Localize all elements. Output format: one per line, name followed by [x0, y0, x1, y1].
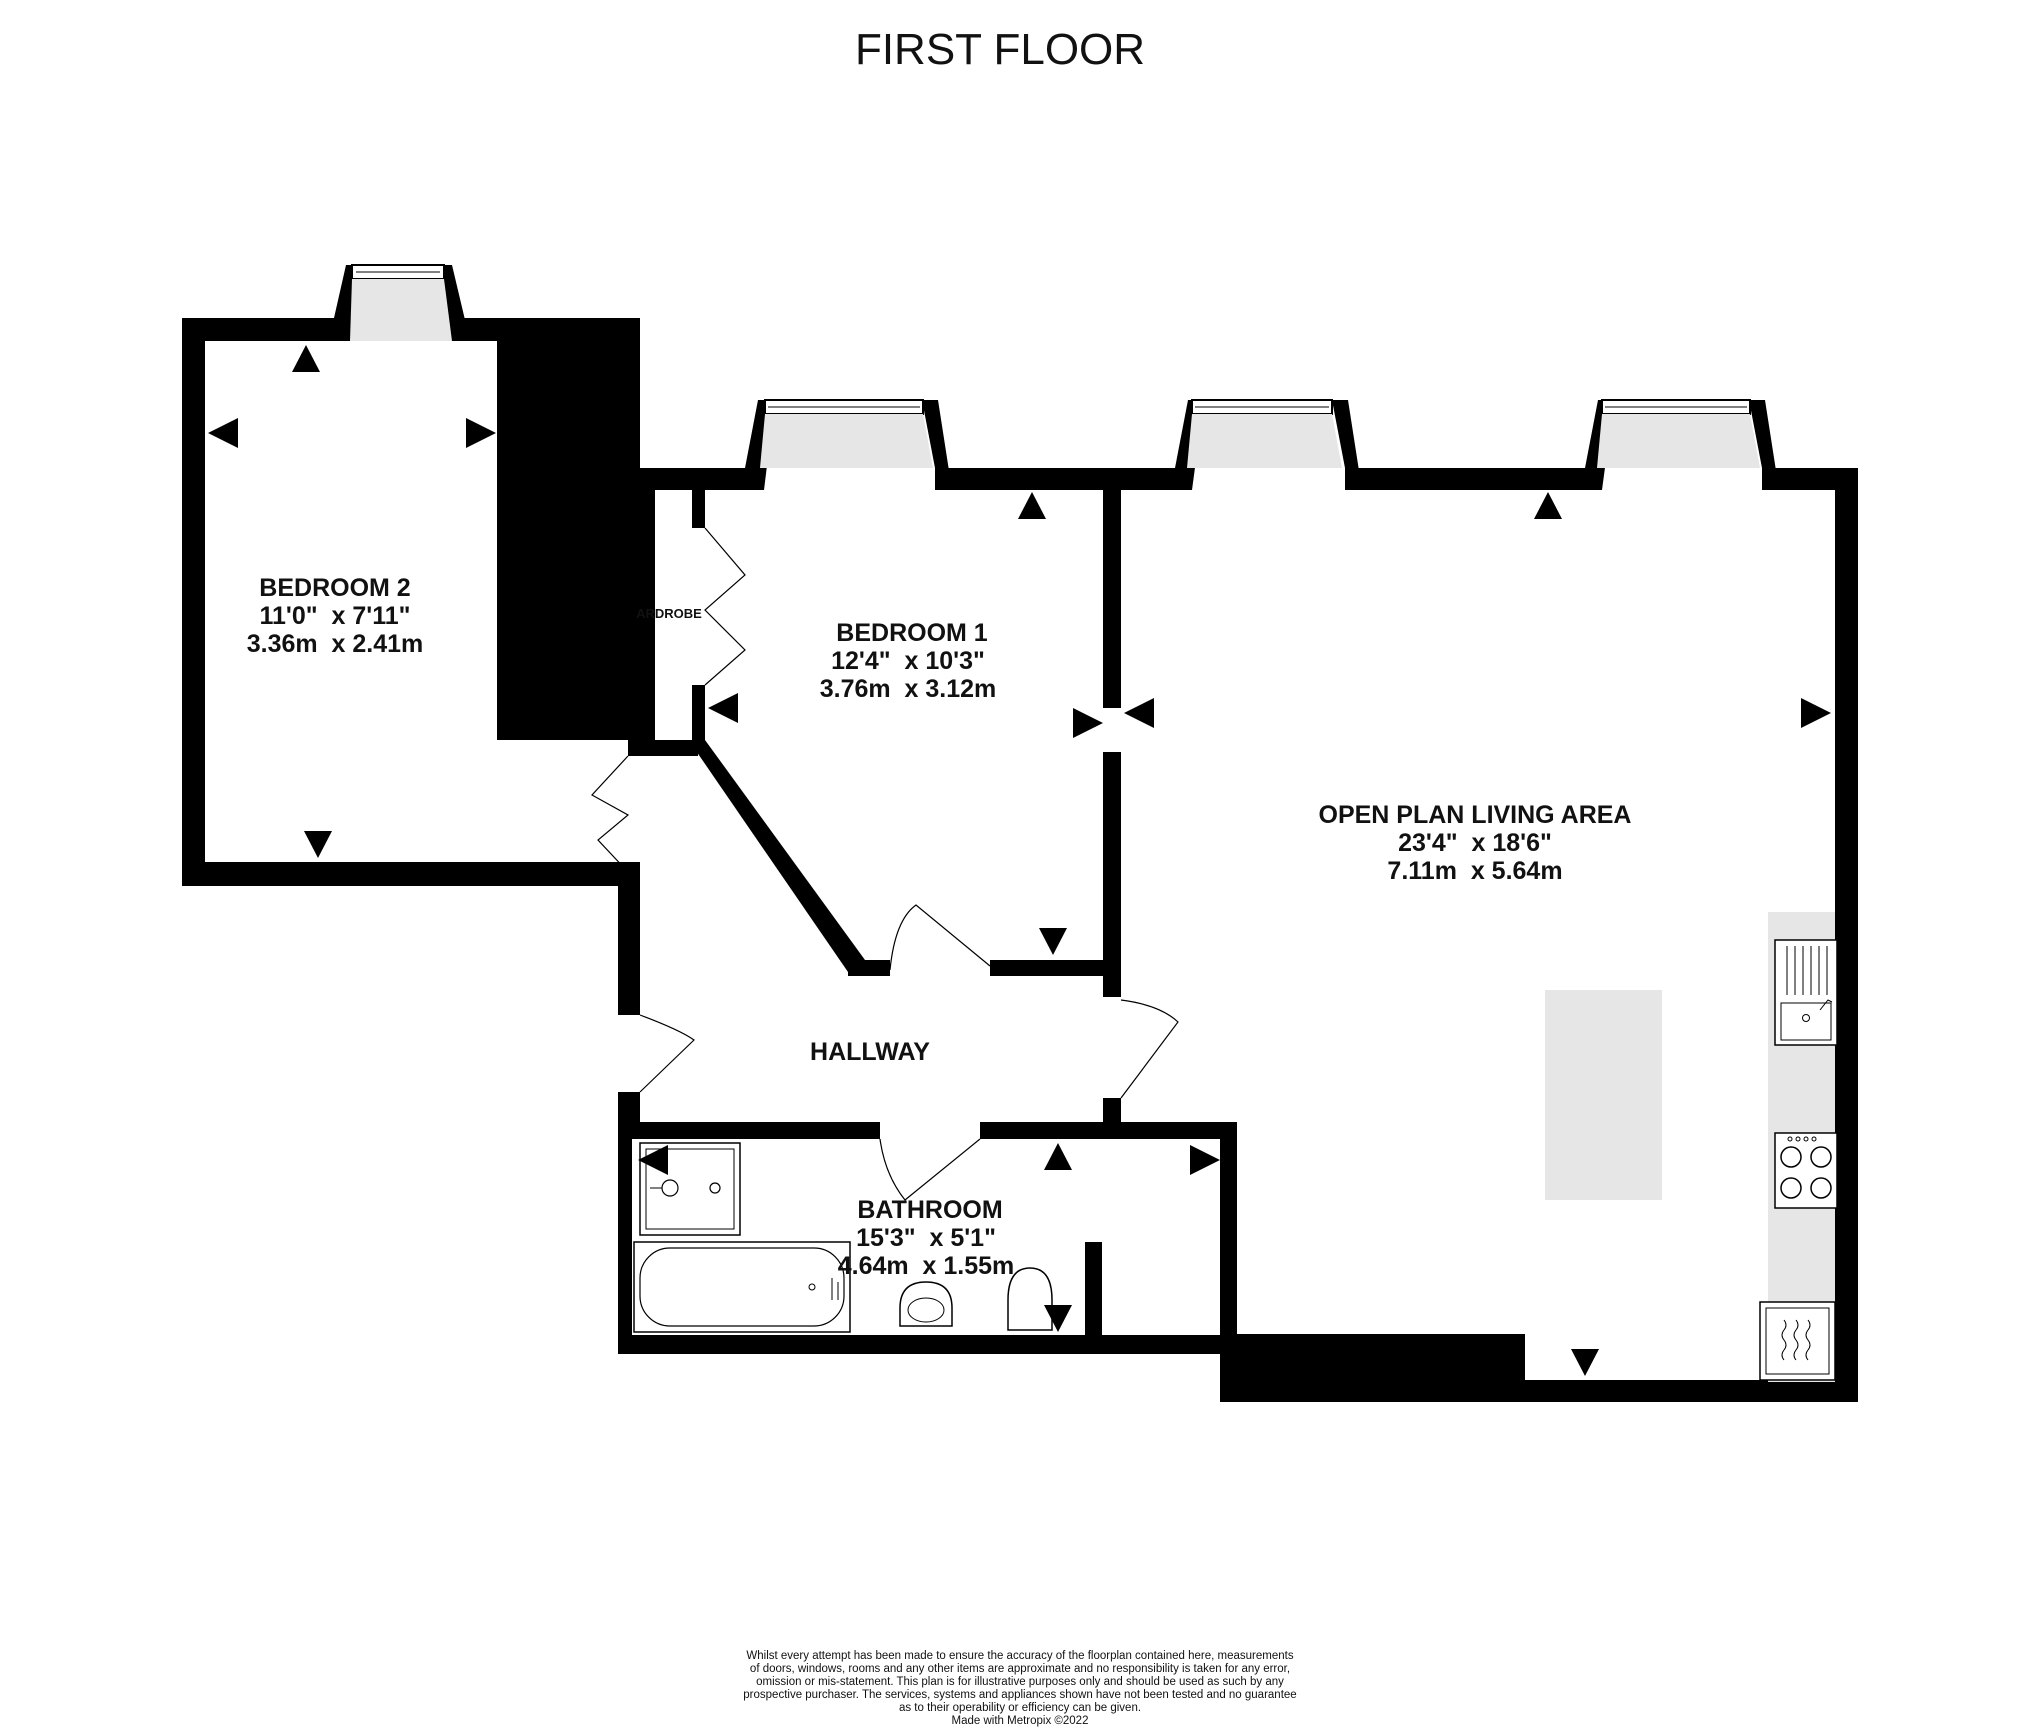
wall [637, 468, 655, 740]
arrow-right-icon [1801, 698, 1831, 728]
disclaimer: Whilst every attempt has been made to en… [660, 1650, 1380, 1728]
disclaimer-line: prospective purchaser. The services, sys… [743, 1689, 1297, 1701]
wall [1762, 468, 1858, 490]
arrow-left-icon [208, 418, 238, 448]
room-hallway: HALLWAY [810, 1038, 930, 1066]
wardrobe-label: ARDROBE [636, 606, 702, 621]
room-bathroom: BATHROOM 15'3" x 5'1" 4.64m x 1.55m [838, 1196, 1015, 1280]
wall [618, 875, 640, 1015]
floor-title: FIRST FLOOR [855, 25, 1145, 74]
room-name: BEDROOM 2 [259, 574, 410, 602]
wall [922, 400, 952, 490]
room-living: OPEN PLAN LIVING AREA 23'4" x 18'6" 7.11… [1319, 801, 1632, 885]
room-metric: 3.36m x 2.41m [247, 630, 424, 658]
wall [1103, 468, 1121, 708]
bath-icon [633, 1241, 851, 1333]
wall [1835, 468, 1858, 1402]
arrow-left-icon [1124, 698, 1154, 728]
wall [980, 1122, 1235, 1139]
room-imperial: 12'4" x 10'3" [831, 647, 985, 675]
kitchen-island [1545, 990, 1662, 1200]
disclaimer-line: Whilst every attempt has been made to en… [746, 1650, 1294, 1662]
wall [182, 318, 205, 886]
wall [1103, 752, 1121, 997]
arrow-down-icon [304, 831, 332, 858]
wall [628, 740, 698, 756]
room-metric: 7.11m x 5.64m [1387, 857, 1562, 885]
bedroom1-door [889, 904, 991, 971]
arrow-up-icon [1018, 492, 1046, 519]
disclaimer-line: omission or mis-statement. This plan is … [756, 1676, 1284, 1688]
appliance-icon [1759, 1301, 1836, 1381]
room-imperial: 11'0" x 7'11" [259, 602, 410, 630]
bathroom-door [879, 1138, 981, 1201]
disclaimer-line: of doors, windows, rooms and any other i… [749, 1663, 1291, 1675]
basin-icon [899, 1281, 953, 1327]
wall [618, 1092, 640, 1122]
disclaimer-line: as to their operability or efficiency ca… [898, 1702, 1142, 1714]
wall [1220, 1334, 1525, 1402]
shower-icon [639, 1142, 741, 1236]
window-reveal [350, 279, 452, 341]
wall [692, 468, 705, 528]
window-reveal [760, 414, 933, 468]
room-bedroom1: BEDROOM 1 12'4" x 10'3" 3.76m x 3.12m [820, 619, 997, 703]
sink-icon [1774, 939, 1838, 1046]
doors [591, 527, 1179, 1201]
dimension-arrows [208, 345, 1831, 1376]
arrow-up-icon [292, 345, 320, 372]
wall [1332, 400, 1362, 490]
wall [618, 1335, 1235, 1354]
wall [1220, 1122, 1237, 1342]
wall [935, 468, 1175, 490]
arrow-up-icon [1534, 492, 1562, 519]
wall [1085, 1242, 1102, 1342]
room-bedroom2: BEDROOM 2 11'0" x 7'11" 3.36m x 2.41m [247, 574, 424, 658]
room-imperial: 23'4" x 18'6" [1398, 829, 1552, 857]
wardrobe-door [704, 527, 746, 686]
wall [1749, 400, 1779, 490]
arrow-right-icon [1190, 1145, 1220, 1175]
room-name: BEDROOM 1 [836, 619, 988, 647]
hallway-entry-door [639, 1014, 695, 1093]
arrow-left-icon [638, 1145, 668, 1175]
arrow-down-icon [1039, 928, 1067, 955]
living-door [1120, 999, 1179, 1099]
toilet-icon [1007, 1267, 1053, 1331]
room-name: OPEN PLAN LIVING AREA [1319, 801, 1632, 829]
disclaimer-line: Made with Metropix ©2022 [951, 1715, 1089, 1727]
arrow-down-icon [1571, 1349, 1599, 1376]
arrow-right-icon [466, 418, 496, 448]
wall [182, 318, 334, 341]
bedroom2-door [591, 755, 630, 873]
wall [1103, 1098, 1121, 1128]
wall [990, 960, 1121, 976]
room-metric: 4.64m x 1.55m [838, 1252, 1015, 1280]
arrow-left-icon [708, 693, 738, 723]
wall [692, 685, 705, 745]
wall [182, 862, 640, 886]
arrow-up-icon [1044, 1143, 1072, 1170]
wall [848, 960, 890, 976]
fixtures [633, 912, 1838, 1382]
wall [618, 1122, 632, 1354]
room-name: BATHROOM [857, 1196, 1002, 1224]
arrow-down-icon [1044, 1305, 1072, 1332]
arrow-right-icon [1073, 708, 1103, 738]
hob-icon [1774, 1132, 1838, 1209]
wall [618, 1122, 880, 1139]
windows [350, 264, 1760, 468]
wall [1345, 468, 1585, 490]
room-metric: 3.76m x 3.12m [820, 675, 997, 703]
room-imperial: 15'3" x 5'1" [856, 1224, 996, 1252]
wall [692, 740, 865, 972]
window-reveal [1187, 414, 1342, 468]
chimney-breast [497, 318, 640, 740]
window-reveal [1597, 414, 1760, 468]
